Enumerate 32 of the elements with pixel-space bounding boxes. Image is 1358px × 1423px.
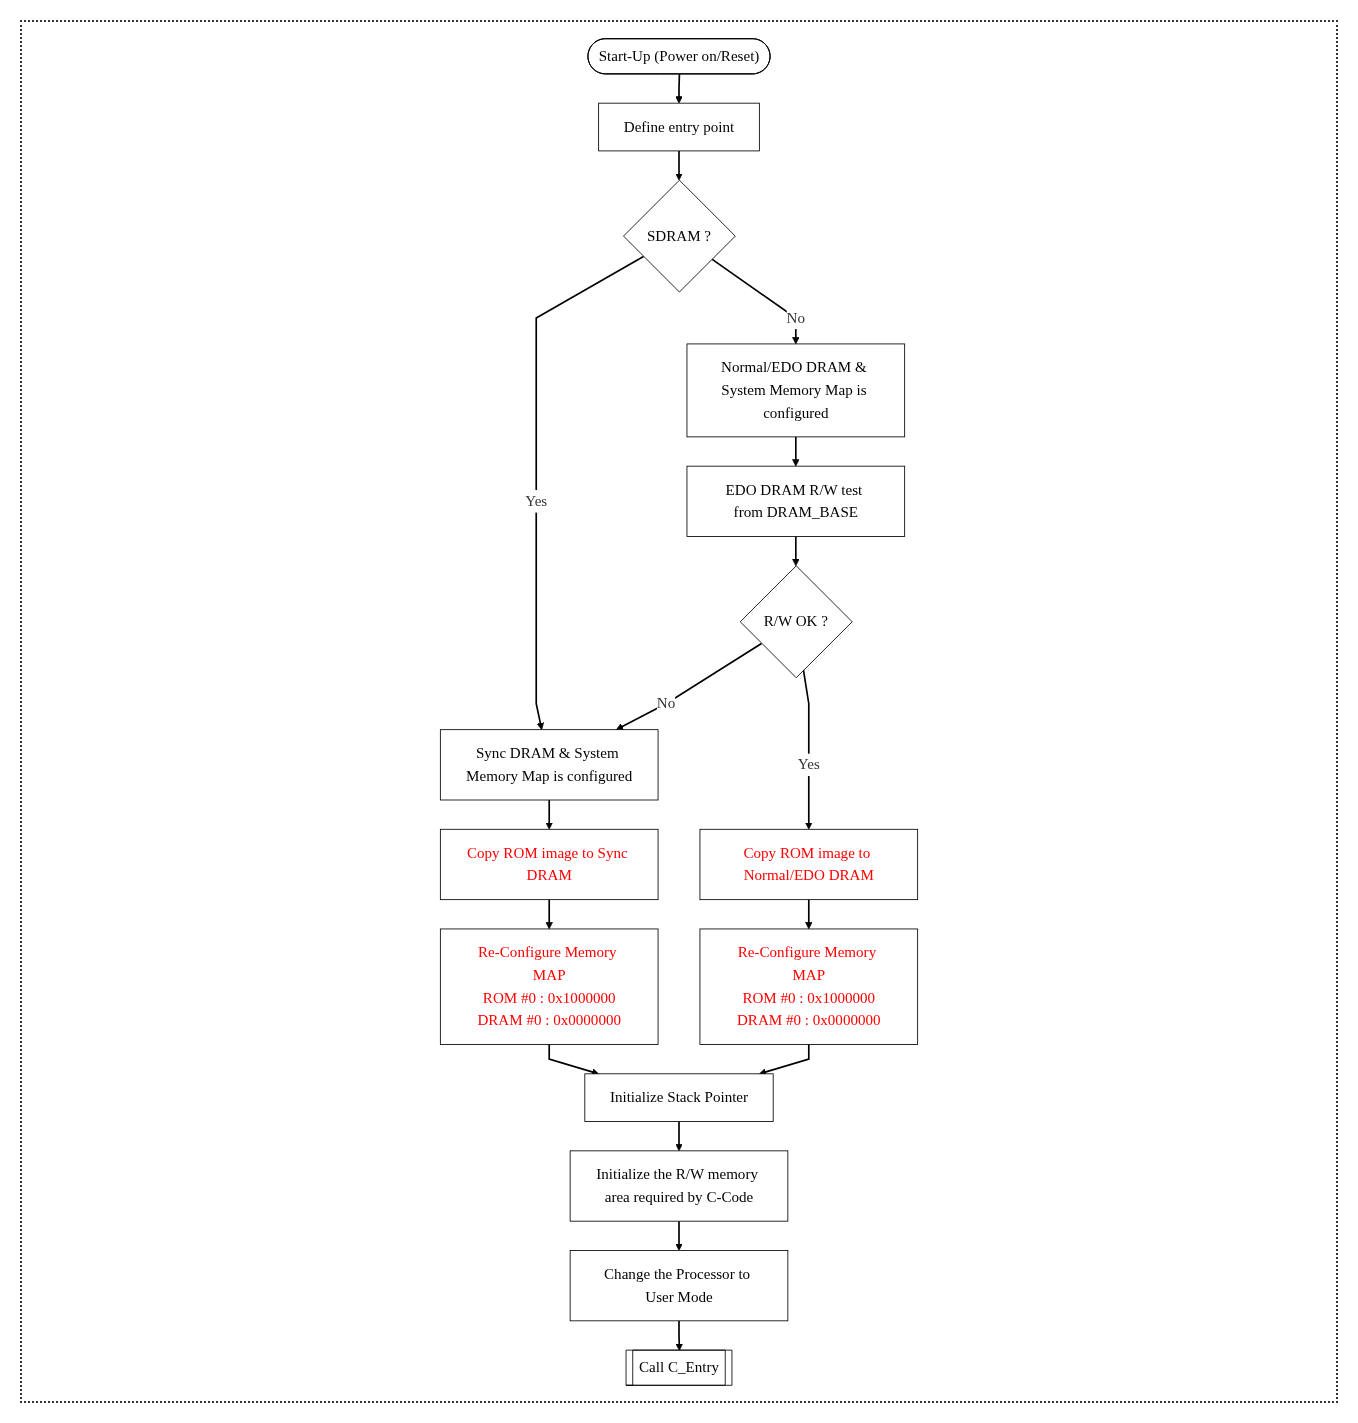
node-box: Re-Configure Memory MAP ROM #0 : 0x1000000 DRAM #0 : 0x0000000: [439, 928, 659, 1045]
arrow: [675, 72, 683, 103]
arrow: [675, 1319, 683, 1351]
arrow: [545, 898, 553, 929]
node-box: Initialize Stack Pointer: [584, 1072, 774, 1122]
node-box: Define entry point: [598, 102, 760, 151]
node-box: Normal/EDO DRAM & System Memory Map is configured: [686, 343, 906, 437]
arrow: [711, 257, 800, 344]
arrow: [792, 435, 800, 466]
node-box: Copy ROM image to Normal/EDO DRAM: [699, 828, 919, 900]
arrow: [535, 255, 645, 730]
edge-label: Yes: [525, 492, 548, 509]
node-box: Sync DRAM & System Memory Map is configured: [439, 728, 659, 800]
node-box: Change the Processor to User Mode: [569, 1249, 789, 1321]
arrow: [675, 1219, 683, 1251]
arrow: [675, 149, 683, 181]
arrow: [616, 642, 763, 730]
edge-label: No: [786, 308, 806, 326]
arrow: [805, 898, 813, 929]
edge-label: No: [656, 694, 676, 712]
node-box: EDO DRAM R/W test from DRAM_BASE: [686, 465, 906, 537]
arrow: [545, 798, 553, 830]
arrow: [675, 1120, 683, 1151]
node-diamond: R/W OK ?: [739, 564, 853, 678]
node-box: Re-Configure Memory MAP ROM #0 : 0x1000000 DRAM #0 : 0x0000000: [699, 928, 919, 1045]
node-box: Copy ROM image to Sync DRAM: [439, 828, 659, 900]
edge-label: Yes: [797, 755, 820, 773]
arrow: [759, 1043, 810, 1075]
arrow: [548, 1043, 599, 1075]
node-diamond: SDRAM ?: [623, 179, 736, 292]
arrow: [792, 535, 800, 566]
node-box: Initialize the R/W memory area required by C-Code: [569, 1149, 789, 1222]
